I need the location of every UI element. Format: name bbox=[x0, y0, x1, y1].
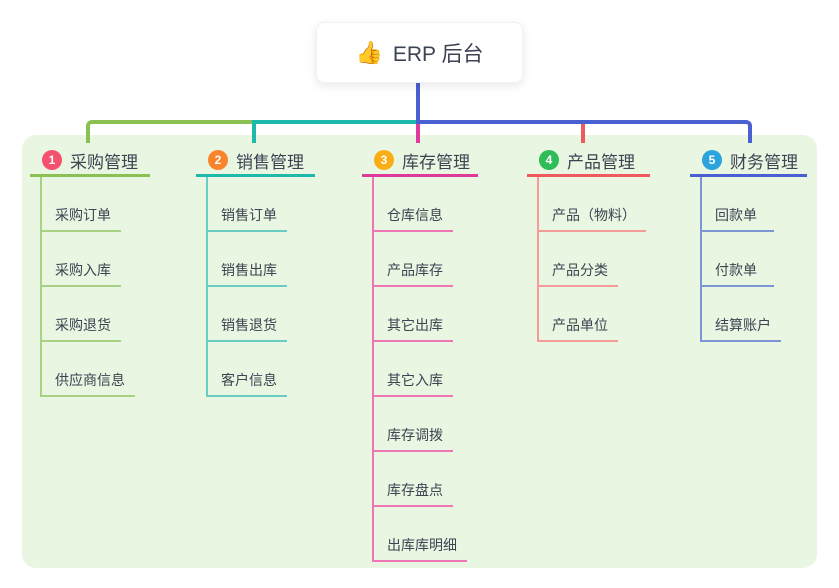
child-node-label: 销售出库 bbox=[221, 262, 277, 278]
branch2-connector-elbow bbox=[252, 120, 418, 143]
branch-children: 采购订单 采购入库 采购退货 供应商信息 bbox=[40, 177, 150, 397]
child-node-label: 其它出库 bbox=[387, 317, 443, 333]
child-node[interactable]: 销售退货 bbox=[206, 287, 287, 342]
branch-children: 仓库信息 产品库存 其它出库 其它入库 库存调拨 库存盘点 出库库明细 bbox=[372, 177, 478, 562]
child-node[interactable]: 回款单 bbox=[700, 177, 774, 232]
child-node-label: 回款单 bbox=[715, 207, 757, 223]
child-node-label: 采购退货 bbox=[55, 317, 111, 333]
branch-label: 财务管理 bbox=[730, 152, 798, 172]
branch-5: 5 财务管理 回款单 付款单 结算账户 bbox=[690, 148, 807, 342]
branch-header-node[interactable]: 2 销售管理 bbox=[196, 148, 315, 177]
branch4-connector-stub bbox=[581, 124, 585, 143]
branch-1: 1 采购管理 采购订单 采购入库 采购退货 供应商信息 bbox=[30, 148, 150, 397]
branch-number-badge: 3 bbox=[374, 150, 394, 170]
child-node-label: 库存盘点 bbox=[387, 482, 443, 498]
child-node-label: 产品库存 bbox=[387, 262, 443, 278]
root-connector-line bbox=[416, 82, 420, 122]
child-node[interactable]: 产品（物料） bbox=[537, 177, 646, 232]
branch-header-node[interactable]: 5 财务管理 bbox=[690, 148, 807, 177]
branch-label: 采购管理 bbox=[70, 152, 138, 172]
branch-2: 2 销售管理 销售订单 销售出库 销售退货 客户信息 bbox=[196, 148, 315, 397]
branch-children-connector bbox=[372, 177, 374, 561]
branch-children-connector bbox=[700, 177, 702, 341]
child-node[interactable]: 采购退货 bbox=[40, 287, 121, 342]
child-node[interactable]: 仓库信息 bbox=[372, 177, 453, 232]
child-node-label: 产品单位 bbox=[552, 317, 608, 333]
child-node-label: 产品分类 bbox=[552, 262, 608, 278]
branch-4: 4 产品管理 产品（物料） 产品分类 产品单位 bbox=[527, 148, 650, 342]
branch-label: 销售管理 bbox=[236, 152, 304, 172]
child-node[interactable]: 采购入库 bbox=[40, 232, 121, 287]
child-node[interactable]: 销售出库 bbox=[206, 232, 287, 287]
child-node-label: 仓库信息 bbox=[387, 207, 443, 223]
branch-label: 产品管理 bbox=[567, 152, 635, 172]
branch-header-node[interactable]: 3 库存管理 bbox=[362, 148, 478, 177]
child-node[interactable]: 采购订单 bbox=[40, 177, 121, 232]
child-node[interactable]: 供应商信息 bbox=[40, 342, 135, 397]
branch-number-badge: 2 bbox=[208, 150, 228, 170]
child-node[interactable]: 产品单位 bbox=[537, 287, 618, 342]
child-node[interactable]: 库存盘点 bbox=[372, 452, 453, 507]
child-node-label: 付款单 bbox=[715, 262, 757, 278]
thumbs-up-icon: 👍 bbox=[355, 39, 383, 65]
branch5-connector-elbow bbox=[416, 120, 752, 143]
branch-children: 回款单 付款单 结算账户 bbox=[700, 177, 807, 342]
child-node-label: 采购入库 bbox=[55, 262, 111, 278]
branch-3: 3 库存管理 仓库信息 产品库存 其它出库 其它入库 库存调拨 库存盘点 出库库… bbox=[362, 148, 478, 562]
root-node-label: ERP 后台 bbox=[392, 42, 484, 66]
branch-children-connector bbox=[40, 177, 42, 396]
branch-number-badge: 5 bbox=[702, 150, 722, 170]
child-node[interactable]: 付款单 bbox=[700, 232, 774, 287]
child-node[interactable]: 其它入库 bbox=[372, 342, 453, 397]
branch-header-node[interactable]: 4 产品管理 bbox=[527, 148, 650, 177]
child-node-label: 库存调拨 bbox=[387, 427, 443, 443]
mindmap-background-panel bbox=[22, 135, 817, 568]
child-node[interactable]: 产品分类 bbox=[537, 232, 618, 287]
child-node-label: 采购订单 bbox=[55, 207, 111, 223]
child-node[interactable]: 产品库存 bbox=[372, 232, 453, 287]
branch-header-node[interactable]: 1 采购管理 bbox=[30, 148, 150, 177]
child-node[interactable]: 结算账户 bbox=[700, 287, 781, 342]
child-node-label: 出库库明细 bbox=[387, 537, 457, 553]
child-node[interactable]: 出库库明细 bbox=[372, 507, 467, 562]
branch3-connector-stub bbox=[416, 124, 420, 143]
branch1-connector-elbow bbox=[86, 120, 256, 143]
branch-number-badge: 4 bbox=[539, 150, 559, 170]
branch-children-connector bbox=[537, 177, 539, 341]
child-node-label: 销售退货 bbox=[221, 317, 277, 333]
child-node-label: 结算账户 bbox=[715, 317, 771, 333]
branch-children: 销售订单 销售出库 销售退货 客户信息 bbox=[206, 177, 315, 397]
child-node[interactable]: 库存调拨 bbox=[372, 397, 453, 452]
child-node[interactable]: 客户信息 bbox=[206, 342, 287, 397]
child-node-label: 客户信息 bbox=[221, 372, 277, 388]
branch-children: 产品（物料） 产品分类 产品单位 bbox=[537, 177, 650, 342]
branch-label: 库存管理 bbox=[402, 152, 470, 172]
child-node-label: 销售订单 bbox=[221, 207, 277, 223]
child-node-label: 其它入库 bbox=[387, 372, 443, 388]
child-node[interactable]: 销售订单 bbox=[206, 177, 287, 232]
child-node-label: 供应商信息 bbox=[55, 372, 125, 388]
root-node-erp[interactable]: 👍 ERP 后台 bbox=[316, 22, 523, 83]
child-node[interactable]: 其它出库 bbox=[372, 287, 453, 342]
branch-number-badge: 1 bbox=[42, 150, 62, 170]
child-node-label: 产品（物料） bbox=[552, 207, 636, 223]
branch-children-connector bbox=[206, 177, 208, 396]
